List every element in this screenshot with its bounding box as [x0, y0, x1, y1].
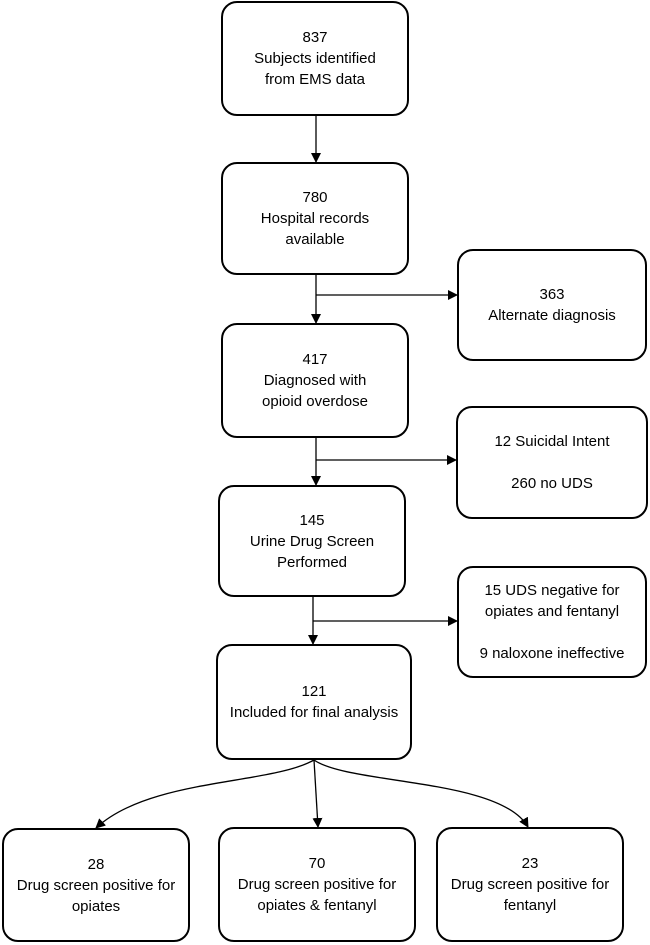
count-hospital: 780: [302, 189, 328, 206]
arrow-final-to-opiates: [95, 759, 315, 829]
box-final-analysis: 121 Included for final analysis: [216, 644, 412, 760]
box-positive-opiates-fentanyl: 70 Drug screen positive for opiates & fe…: [218, 827, 416, 942]
box-exclusions-first: 12 Suicidal Intent 260 no UDS: [456, 406, 648, 519]
label-uds-negative-line2: opiates and fentanyl: [484, 603, 620, 620]
count-fentanyl: 23: [521, 855, 539, 872]
label-naloxone-ineffective: 9 naloxone ineffective: [479, 645, 625, 662]
count-ems: 837: [302, 29, 328, 46]
box-ems-subjects: 837 Subjects identified from EMS data: [221, 1, 409, 116]
label-alternate-line1: Alternate diagnosis: [488, 307, 616, 324]
label-final-line1: Included for final analysis: [229, 704, 399, 721]
count-opiates: 28: [87, 855, 105, 873]
label-uds-line2: Performed: [276, 553, 348, 571]
arrow-final-to-both: [312, 759, 323, 828]
label-both-line2: opiates & fentanyl: [257, 897, 377, 914]
count-alternate: 363: [539, 286, 565, 303]
count-uds: 145: [299, 511, 325, 529]
label-opiates-line2: opiates: [71, 897, 121, 915]
label-fentanyl-line1: Drug screen positive for: [450, 876, 610, 893]
label-uds-negative-line1: 15 UDS negative for: [484, 582, 620, 599]
label-uds-line1: Urine Drug Screen: [249, 532, 375, 550]
label-ems-line1: Subjects identified: [254, 50, 376, 67]
count-both: 70: [308, 855, 326, 872]
box-positive-fentanyl: 23 Drug screen positive for fentanyl: [436, 827, 624, 942]
label-hospital-line2: available: [285, 231, 345, 248]
box-hospital-records: 780 Hospital records available: [221, 162, 409, 275]
box-exclusions-second: 15 UDS negative for opiates and fentanyl…: [457, 566, 647, 678]
box-alternate-diagnosis: 363 Alternate diagnosis: [457, 249, 647, 361]
count-diagnosed: 417: [302, 351, 328, 368]
arrow-final-to-fentanyl: [313, 759, 529, 828]
label-hospital-line1: Hospital records: [260, 210, 370, 227]
box-positive-opiates: 28 Drug screen positive for opiates: [2, 828, 190, 942]
label-no-uds: 260 no UDS: [511, 475, 593, 492]
box-opioid-overdose: 417 Diagnosed with opioid overdose: [221, 323, 409, 438]
label-diagnosed-line1: Diagnosed with: [263, 372, 367, 389]
count-final: 121: [301, 683, 327, 700]
label-suicidal-intent: 12 Suicidal Intent: [494, 433, 610, 450]
box-urine-drug-screen: 145 Urine Drug Screen Performed: [218, 485, 406, 597]
label-both-line1: Drug screen positive for: [237, 876, 397, 893]
label-diagnosed-line2: opioid overdose: [262, 393, 368, 410]
label-ems-line2: from EMS data: [264, 71, 366, 88]
label-opiates-line1: Drug screen positive for: [16, 876, 176, 894]
label-fentanyl-line2: fentanyl: [503, 897, 557, 914]
